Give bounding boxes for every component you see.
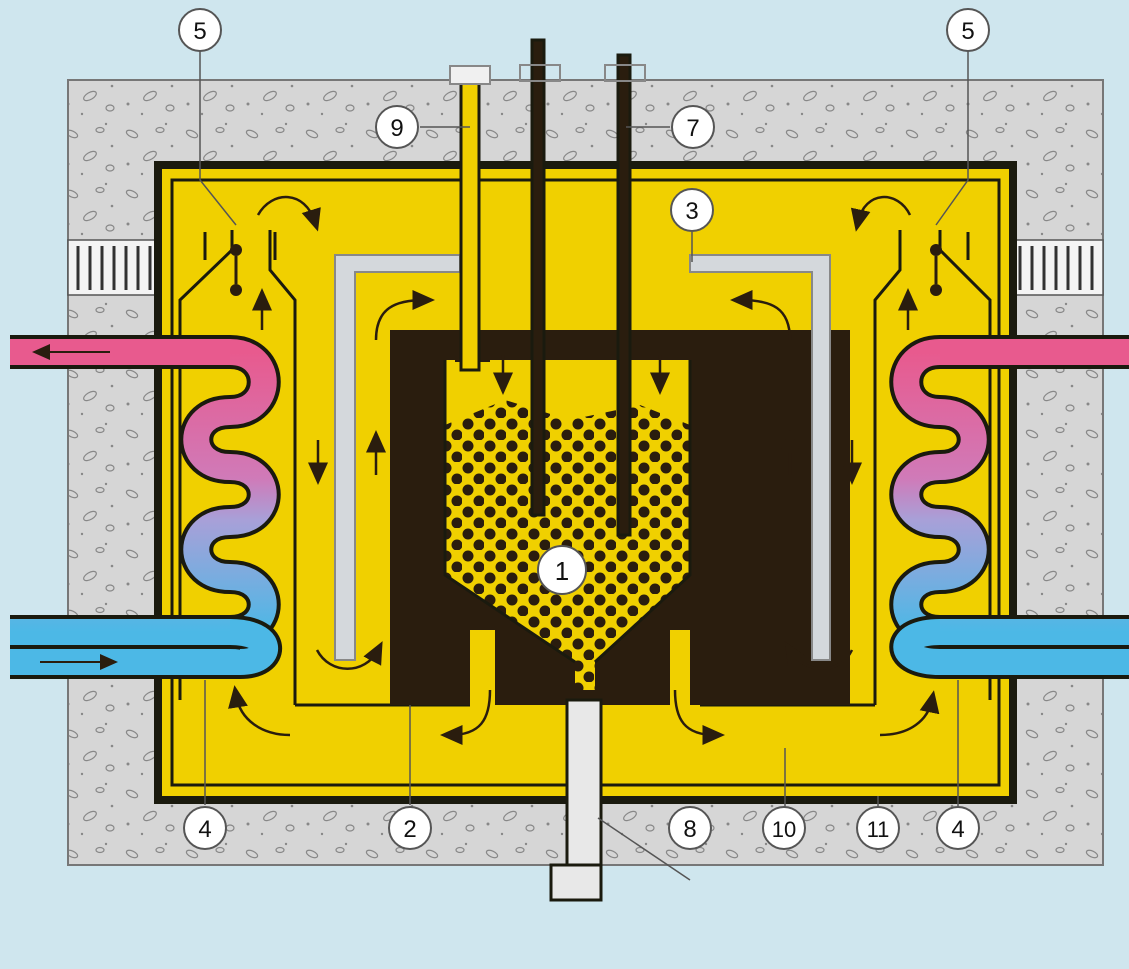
callout-9-text: 9 xyxy=(390,115,403,142)
pipe-flow-arrows xyxy=(32,344,118,670)
callout-8: 8 xyxy=(668,806,712,850)
coolant-flow-arrows xyxy=(228,195,940,745)
callout-11-text: 11 xyxy=(867,817,890,842)
right-cold-inlet-pipe xyxy=(889,615,1129,679)
callout-5-left: 5 xyxy=(178,8,222,52)
callout-5-left-text: 5 xyxy=(193,18,206,45)
callout-11: 11 xyxy=(856,806,900,850)
leader-lines xyxy=(199,50,969,881)
callout-4-right-text: 4 xyxy=(951,816,964,843)
callout-10: 10 xyxy=(762,806,806,850)
fuel-feed-pipe xyxy=(449,65,491,372)
callout-1: 1 xyxy=(537,545,587,595)
callout-2-text: 2 xyxy=(403,816,416,843)
callout-4-right: 4 xyxy=(936,806,980,850)
callout-7: 7 xyxy=(671,105,715,149)
left-gas-circulator xyxy=(203,232,277,296)
callout-4-left-text: 4 xyxy=(198,816,211,843)
callout-10-text: 10 xyxy=(772,817,796,842)
callout-5-right-text: 5 xyxy=(961,18,974,45)
right-steam-generator xyxy=(889,335,1129,649)
callout-3: 3 xyxy=(670,188,714,232)
callout-9: 9 xyxy=(375,105,419,149)
left-vent-grille xyxy=(67,239,161,296)
callout-8-text: 8 xyxy=(683,816,696,843)
right-vent-grille xyxy=(1009,239,1104,296)
fuel-discharge-pipe xyxy=(549,698,603,902)
callout-5-right: 5 xyxy=(946,8,990,52)
callout-3-text: 3 xyxy=(685,198,698,225)
right-gas-circulator xyxy=(898,232,970,296)
control-rods xyxy=(519,38,646,537)
callout-4-left: 4 xyxy=(183,806,227,850)
callout-7-text: 7 xyxy=(686,115,699,142)
callout-1-text: 1 xyxy=(555,556,569,586)
callout-2: 2 xyxy=(388,806,432,850)
